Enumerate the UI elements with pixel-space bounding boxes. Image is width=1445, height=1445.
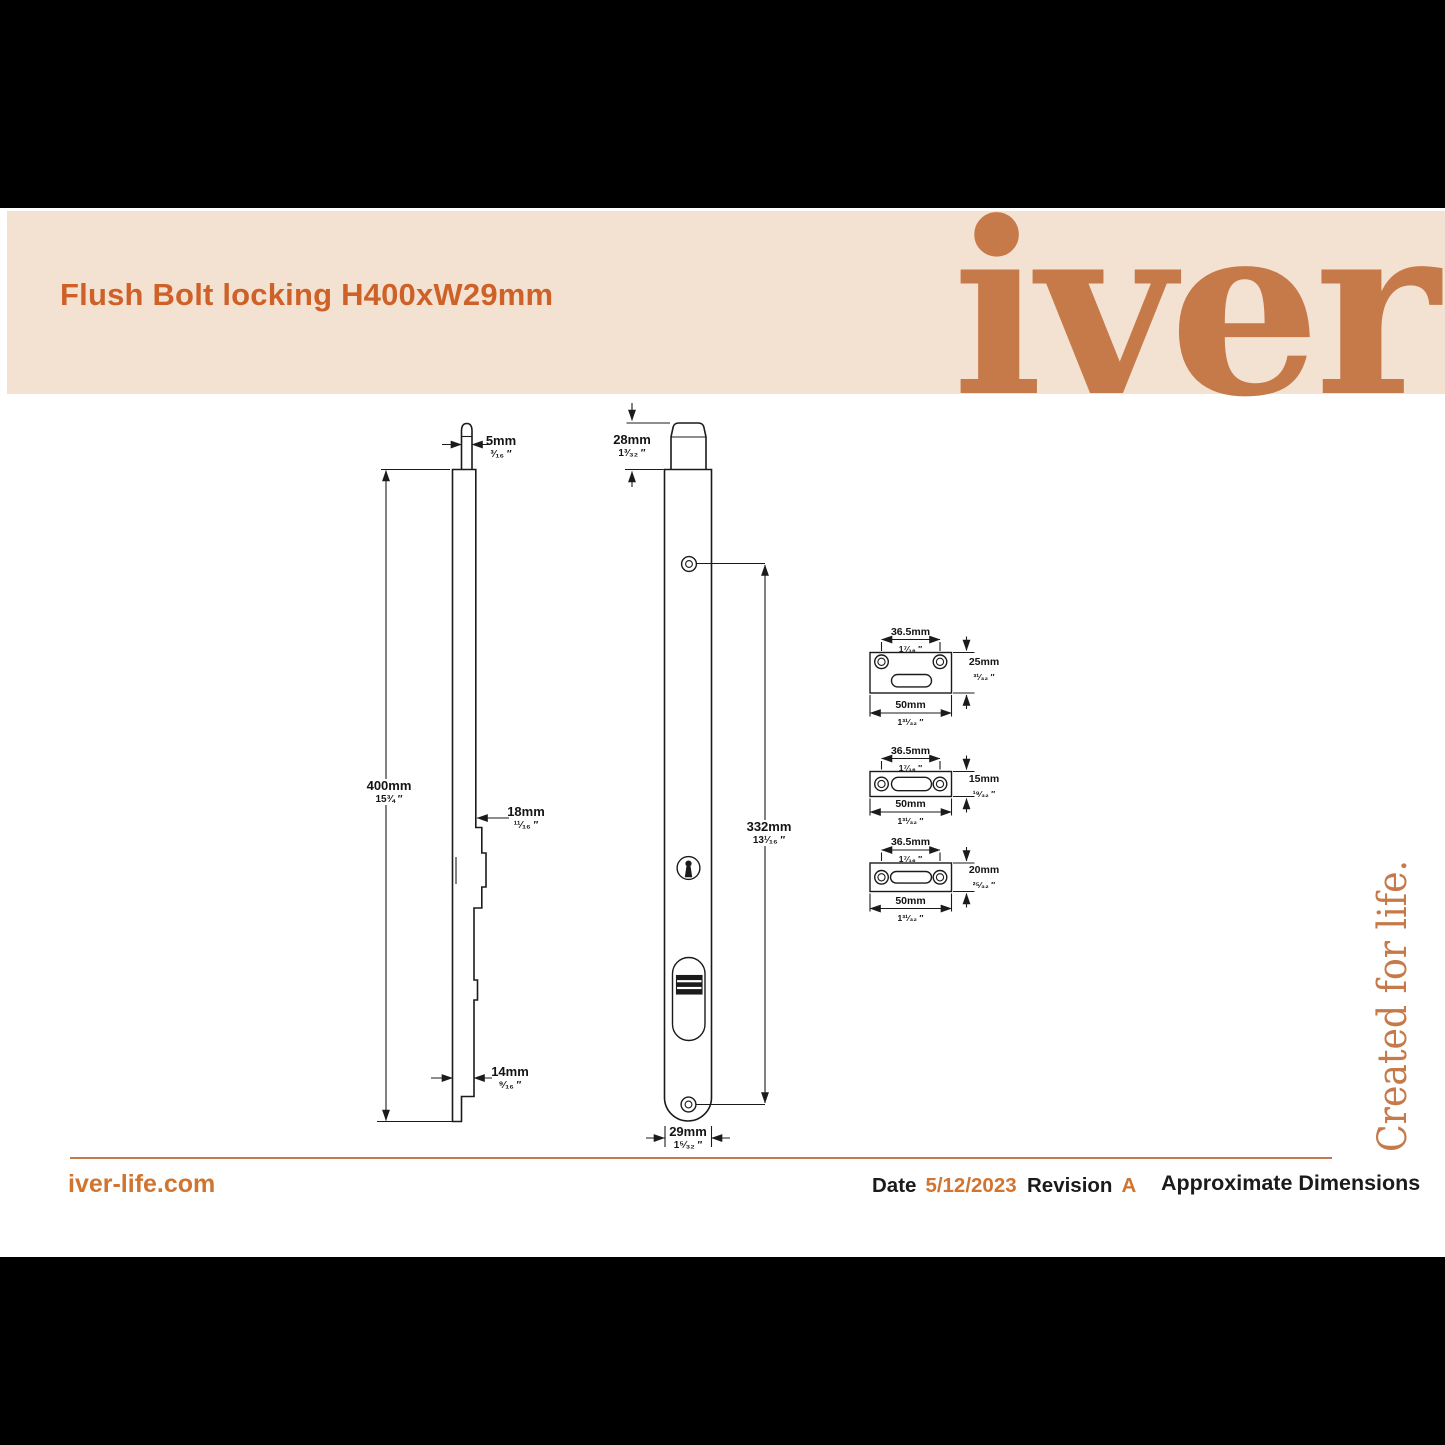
website-link[interactable]: iver-life.com [68,1170,216,1198]
brand-logo: iver [952,171,1442,450]
page-title: Flush Bolt locking H400xW29mm [60,277,554,312]
dim-bolt-throw: 28mm 1³⁄₃₂ ″ [613,432,651,459]
dimensions-note: Approximate Dimensions [1161,1171,1421,1195]
strike-plate-3-drawing [869,846,975,913]
revision-value: A [1121,1174,1137,1197]
header-band [7,211,1445,394]
front-top-screw-hole [680,555,698,573]
strike-plate-2-drawing [869,754,975,816]
plate1-dim-height: 25mm ³¹⁄₃₂ ″ [968,656,1000,682]
plate2-dim-screw-span: 36.5mm 1⁷⁄₁₆ ″ [890,745,931,773]
dim-overall-height: 400mm 15¾ ″ [358,779,420,805]
front-view-drawing [625,403,769,1147]
plate3-dim-screw-span: 36.5mm 1⁷⁄₁₆ ″ [890,836,931,864]
plate3-dim-width: 50mm 1³¹⁄₃₂ ″ [895,895,926,923]
date-label: Date [872,1174,917,1197]
key-cylinder [676,855,701,881]
tagline-vertical-text: Created for life. [1370,860,1416,1152]
date-value: 5/12/2023 [925,1174,1017,1197]
dim-pin-width: 5mm ³⁄₁₆ ″ [485,433,517,460]
plate2-dim-height: 15mm ¹⁹⁄₃₂ ″ [968,773,1000,799]
front-bottom-screw-hole [680,1096,697,1113]
footer-date: Date 5/12/2023 [872,1174,1017,1198]
slide-lever [671,956,706,1042]
revision-label: Revision [1027,1174,1113,1197]
plate1-dim-width: 50mm 1³¹⁄₃₂ ″ [895,699,926,727]
dim-lower-depth: 14mm ⁹⁄₁₆ ″ [491,1064,529,1091]
strike-plate-1-drawing [869,635,975,717]
dim-plate-width: 29mm 1⁵⁄₃₂ ″ [669,1124,707,1151]
footer-divider [70,1157,1332,1159]
plate2-dim-width: 50mm 1³¹⁄₃₂ ″ [895,798,926,826]
side-view-drawing [377,422,509,1123]
footer-revision: Revision A [1027,1174,1136,1198]
dim-screw-span: 332mm 13¹⁄₁₆ ″ [739,820,799,846]
plate1-dim-screw-span: 36.5mm 1⁷⁄₁₆ ″ [890,626,931,654]
plate3-dim-height: 20mm ²⁵⁄₃₂ ″ [968,864,1000,890]
dim-upper-depth: 18mm ¹¹⁄₁₆ ″ [507,804,545,831]
